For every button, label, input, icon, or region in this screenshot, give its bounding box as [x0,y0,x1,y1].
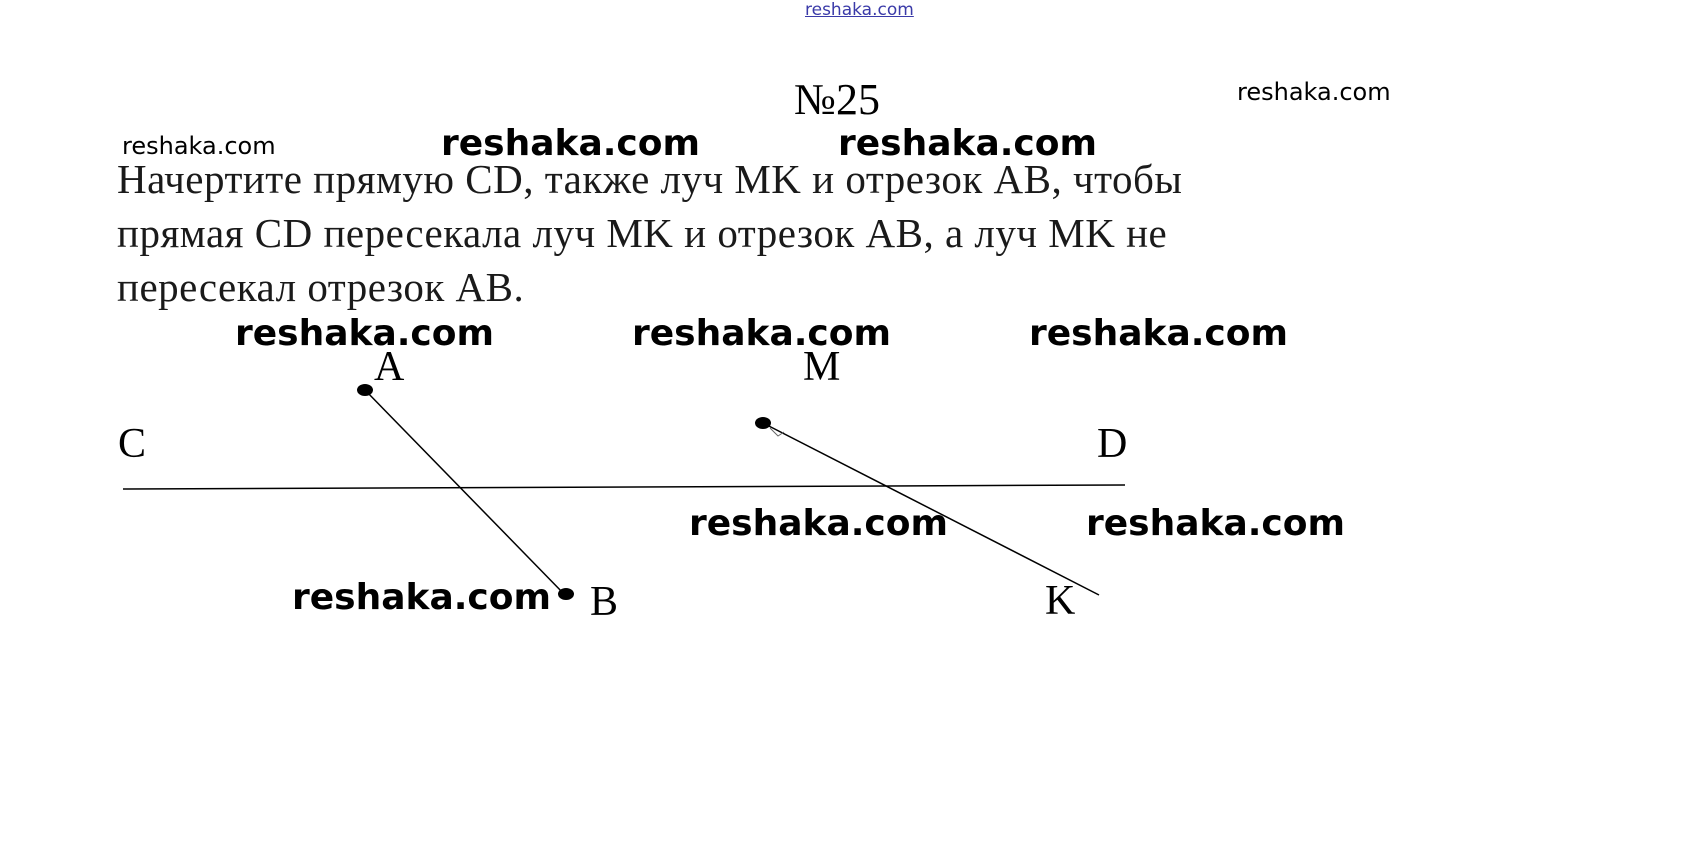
point-b-dot [558,588,574,600]
label-k: K [1045,578,1076,624]
task-line-3: пересекал отрезок AB. [117,264,525,310]
task-line-1: Начертите прямую CD, также луч MK и отре… [117,156,1183,202]
watermark-logo: reshaka.com [235,313,495,354]
segment-ab [364,389,566,596]
ray-start-mark [769,427,785,437]
label-m: M [803,344,841,390]
label-a: A [374,344,405,390]
watermark-logo: reshaka.com [632,313,892,354]
header-link[interactable]: reshaka.com [805,0,914,20]
label-d: D [1097,421,1128,467]
watermark-logo: reshaka.com [838,123,1098,164]
problem-number: №25 [794,75,880,124]
label-b: B [590,579,619,625]
watermark-logo: reshaka.com [441,123,701,164]
ray-mk [762,422,1100,596]
watermark-logo: reshaka.com [1086,503,1346,544]
watermark-logo: reshaka.com [292,577,552,618]
watermark-logo: reshaka.com [689,503,949,544]
watermark-logo: reshaka.com [122,132,276,160]
point-m-dot [755,417,771,429]
point-a-dot [357,384,373,396]
watermark-logo: reshaka.com [1029,313,1289,354]
label-c: C [118,421,147,467]
line-cd [122,484,1126,490]
watermark-logo: reshaka.com [1237,78,1391,106]
task-line-2: прямая CD пересекала луч MK и отрезок AB… [117,210,1168,256]
task-statement: Начертите прямую CD, также луч MK и отре… [117,152,1417,314]
